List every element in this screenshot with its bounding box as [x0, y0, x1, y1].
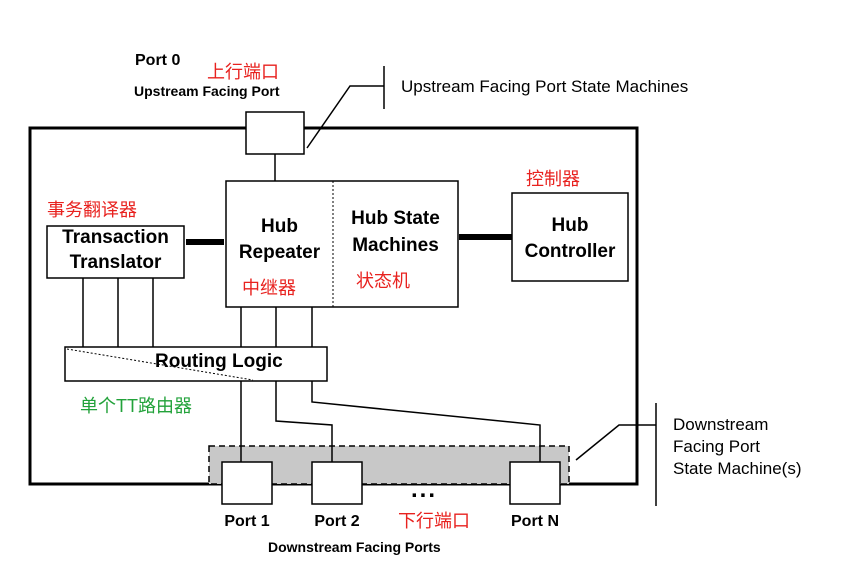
routing-logic-label: Routing Logic: [155, 351, 283, 372]
port-1-label: Port 1: [224, 513, 270, 530]
hub-state-machines-line1: Hub State: [351, 208, 440, 229]
upstream-callout-line: [306, 85, 384, 149]
route-to-port-2: [275, 381, 333, 462]
upstream-port-cn-label: 上行端口: [207, 62, 279, 82]
hub-controller-box: [511, 192, 629, 282]
hub-controller-line2: Controller: [524, 241, 616, 262]
hub-state-machines-line2: Machines: [352, 235, 439, 256]
upstream-facing-port-label: Upstream Facing Port: [134, 83, 280, 99]
downstream-callout-line: [575, 424, 656, 461]
downstream-facing-ports-label: Downstream Facing Ports: [268, 539, 441, 555]
downstream-ellipsis: ...: [411, 476, 438, 503]
port-2-box: [311, 461, 363, 505]
port-1-box: [221, 461, 273, 505]
transaction-translator-line1: Transaction: [62, 227, 169, 248]
routing-logic-diagonal: [66, 348, 254, 381]
upstream-state-machines-label: Upstream Facing Port State Machines: [401, 77, 689, 96]
hub-repeater-cn-label: 中继器: [242, 278, 296, 298]
downstream-ports-cn-label: 下行端口: [398, 511, 470, 531]
hub-core-box: [225, 180, 459, 308]
route-to-port-n: [311, 381, 541, 462]
port-2-label: Port 2: [314, 513, 360, 530]
hub-controller-line1: Hub: [551, 215, 589, 236]
hub-repeater-line1: Hub: [261, 216, 298, 237]
hub-controller-cn-label: 控制器: [526, 169, 580, 189]
transaction-translator-box: [46, 225, 185, 279]
downstream-state-machines-line2: Facing Port: [673, 437, 760, 456]
downstream-state-machines-line1: Downstream: [673, 415, 769, 434]
port-n-box: [509, 461, 561, 505]
routing-logic-cn-label: 单个TT路由器: [80, 396, 192, 416]
transaction-translator-cn-label: 事务翻译器: [47, 200, 137, 220]
downstream-state-machines-line3: State Machine(s): [673, 459, 802, 478]
port-0-label: Port 0: [135, 52, 181, 69]
hub-state-machines-cn-label: 状态机: [356, 271, 410, 291]
upstream-port-box: [245, 111, 305, 155]
routing-logic-box: [64, 346, 328, 382]
transaction-translator-line2: Translator: [69, 252, 162, 273]
hub-repeater-line2: Repeater: [238, 242, 321, 263]
port-n-label: Port N: [511, 513, 559, 530]
